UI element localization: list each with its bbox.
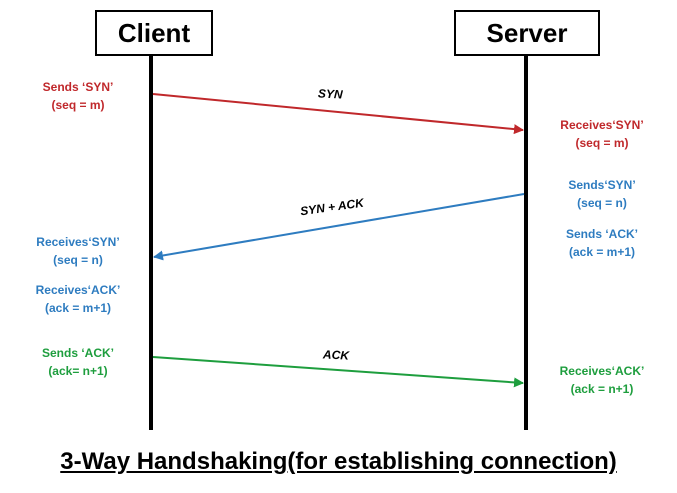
note-line: (seq = n): [577, 196, 627, 210]
client-receives-syn-note: Receives‘SYN’ (seq = n): [18, 233, 138, 269]
ack-label: ACK: [322, 347, 350, 363]
synack-arrow: [153, 193, 525, 261]
server-box: Server: [454, 10, 600, 56]
client-sends-syn-note: Sends ‘SYN’ (seq = m): [18, 78, 138, 114]
note-line: Receives‘SYN’: [36, 235, 120, 249]
client-label: Client: [117, 17, 191, 48]
server-receives-ack-note: Receives‘ACK’ (ack = n+1): [536, 362, 668, 398]
note-line: (seq = m): [51, 98, 105, 112]
note-line: Sends ‘ACK’: [565, 227, 638, 241]
server-label: Server: [486, 17, 568, 48]
client-box: Client: [95, 10, 213, 56]
server-sends-ack-note: Sends ‘ACK’ (ack = m+1): [536, 225, 668, 261]
syn-arrow: [152, 93, 524, 135]
note-line: (ack = n+1): [570, 382, 634, 396]
note-line: Sends ‘SYN’: [42, 80, 114, 94]
server-sends-syn-note: Sends‘SYN’ (seq = n): [536, 176, 668, 212]
note-line: Receives‘SYN’: [560, 118, 644, 132]
note-line: (seq = n): [53, 253, 103, 267]
note-line: (ack = m+1): [44, 301, 112, 315]
note-line: Receives‘ACK’: [559, 364, 645, 378]
note-line: Receives‘ACK’: [35, 283, 121, 297]
syn-label: SYN: [317, 86, 344, 102]
client-receives-ack-note: Receives‘ACK’ (ack = m+1): [18, 281, 138, 317]
diagram-title: 3-Way Handshaking(for establishing conne…: [60, 448, 617, 475]
note-line: Sends‘SYN’: [568, 178, 636, 192]
ack-arrow: [152, 356, 524, 388]
server-receives-syn-note: Receives‘SYN’ (seq = m): [536, 116, 668, 152]
note-line: (ack= n+1): [48, 364, 108, 378]
note-line: (ack = m+1): [568, 245, 636, 259]
note-line: (seq = m): [575, 136, 629, 150]
note-line: Sends ‘ACK’: [41, 346, 114, 360]
client-sends-ack-note: Sends ‘ACK’ (ack= n+1): [18, 344, 138, 380]
